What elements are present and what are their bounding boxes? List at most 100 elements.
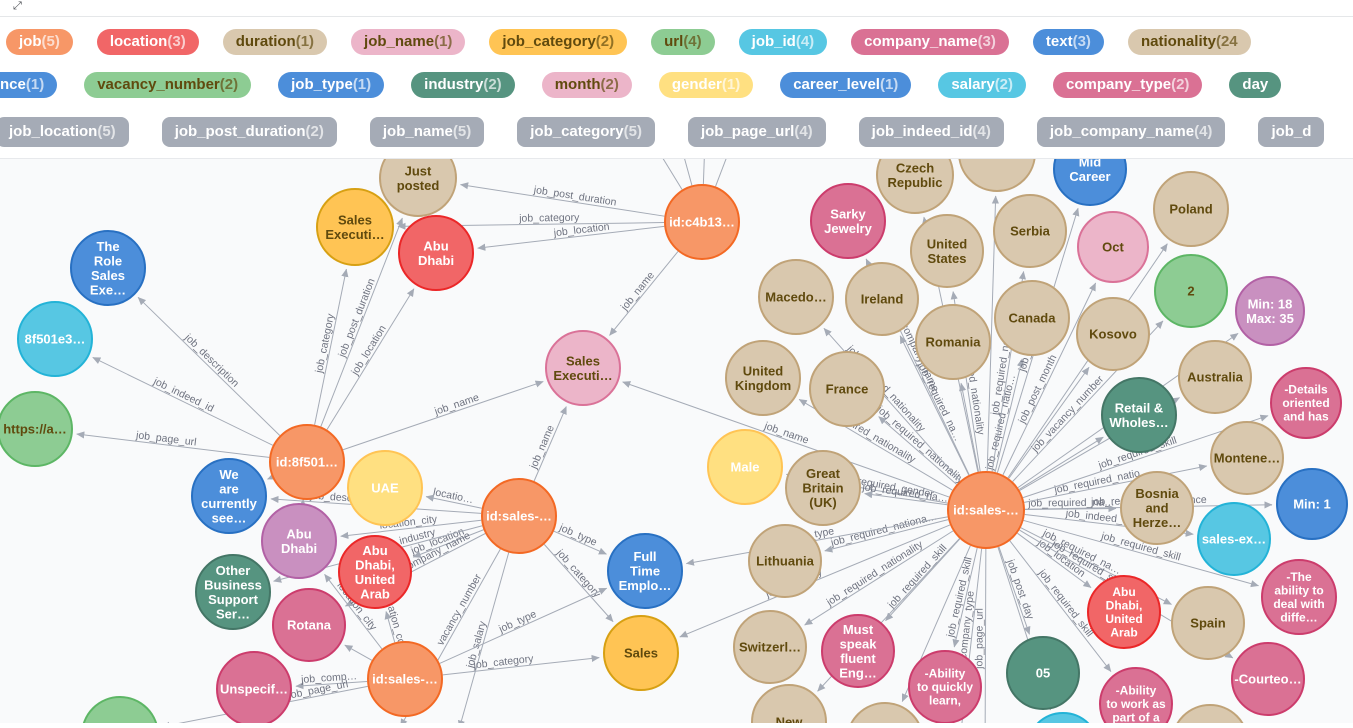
graph-node[interactable]: 8f501e3… [18, 302, 92, 376]
node-label-badge[interactable]: company_type(2) [1053, 72, 1202, 98]
graph-node[interactable]: Montene… [1211, 422, 1283, 494]
graph-node[interactable]: Switzerl… [734, 611, 806, 683]
node-label-badge[interactable]: month(2) [542, 72, 632, 98]
rel-type-badge[interactable]: job_d [1258, 117, 1324, 147]
graph-node[interactable]: Canada [995, 281, 1069, 355]
graph-node[interactable]: Macedo… [759, 260, 833, 334]
node-label-badge[interactable]: nationality(24 [1128, 29, 1251, 55]
node-label-badge[interactable]: company_name(3) [851, 29, 1009, 55]
graph-node[interactable] [959, 159, 1035, 191]
graph-node[interactable] [82, 697, 158, 723]
graph-node[interactable]: id:c4b13… [665, 185, 739, 259]
graph-node[interactable]: id:sales-… [368, 642, 442, 716]
graph-node[interactable]: SalesExecuti… [317, 189, 393, 265]
graph-node[interactable]: BosniaandHerze… [1121, 472, 1193, 544]
graph-node[interactable]: SalesExecuti… [546, 331, 620, 405]
rel-type-badge[interactable]: job_indeed_id(4) [859, 117, 1004, 147]
graph-edge[interactable] [138, 297, 280, 435]
graph-edge[interactable] [673, 159, 692, 185]
graph-node[interactable]: Ireland [846, 263, 918, 335]
graph-node[interactable]: Spain [1172, 587, 1244, 659]
node-label-badge[interactable]: job(5) [6, 29, 73, 55]
expand-icon[interactable]: ⤢ [13, 0, 22, 13]
rel-type-badge[interactable]: job_post_duration(2) [162, 117, 337, 147]
graph-node[interactable]: 05 [1007, 637, 1079, 709]
graph-node[interactable]: New [752, 685, 826, 723]
node-label-badge[interactable]: text(3) [1033, 29, 1104, 55]
graph-edge[interactable] [343, 382, 543, 450]
graph-node[interactable]: id:sales-… [482, 479, 556, 553]
graph-node[interactable]: Retail &Wholes… [1102, 378, 1176, 452]
node-label-badge[interactable]: job_id(4) [739, 29, 828, 55]
graph-node[interactable] [1172, 705, 1248, 723]
graph-edge[interactable] [268, 477, 273, 479]
rel-type-badge[interactable]: job_page_url(4) [688, 117, 826, 147]
graph-node[interactable]: Kosovo [1077, 298, 1149, 370]
node-label-badge[interactable]: duration(1) [223, 29, 327, 55]
rel-type-badge[interactable]: job_category(5) [517, 117, 655, 147]
graph-node[interactable]: 2 [1155, 255, 1227, 327]
graph-node[interactable]: MustspeakfluentEng… [822, 615, 894, 687]
graph-node[interactable]: sales-ex… [1198, 503, 1270, 575]
graph-node[interactable]: TheRoleSalesExe… [71, 231, 145, 305]
graph-node[interactable]: https://a… [0, 392, 72, 466]
node-label-badge[interactable]: gender(1) [659, 72, 753, 98]
graph-edge[interactable] [716, 159, 741, 186]
node-label-badge[interactable]: nce(1) [0, 72, 57, 98]
node-label-badge[interactable]: day [1229, 72, 1281, 98]
node-label-badge[interactable]: job_category(2) [489, 29, 627, 55]
graph-node[interactable]: Min: 1 [1277, 469, 1347, 539]
graph-node[interactable]: id:8f501… [270, 425, 344, 499]
graph-node[interactable]: Poland [1154, 172, 1228, 246]
graph-node[interactable]: Lithuania [749, 525, 821, 597]
node-label-badge[interactable]: url(4) [651, 29, 715, 55]
graph-node[interactable]: Serbia [994, 195, 1066, 267]
graph-node[interactable] [847, 703, 923, 723]
graph-node[interactable]: Oct [1078, 212, 1148, 282]
node-label-badge[interactable]: vacancy_number(2) [84, 72, 251, 98]
graph-node[interactable]: Wearecurrentlysee… [192, 459, 266, 533]
node-label-badge[interactable]: job_name(1) [351, 29, 465, 55]
node-label-badge[interactable]: career_level(1) [780, 72, 911, 98]
graph-node[interactable]: UAE [348, 451, 422, 525]
graph-node[interactable]: Rotana [273, 589, 345, 661]
graph-node[interactable]: Unspecif… [217, 652, 291, 723]
rel-type-badge[interactable]: job_company_name(4) [1037, 117, 1226, 147]
graph-node[interactable]: FullTimeEmplo… [608, 534, 682, 608]
graph-node[interactable]: id:sales-… [948, 472, 1024, 548]
graph-node[interactable]: France [810, 352, 884, 426]
graph-node[interactable]: Australia [1179, 341, 1251, 413]
graph-edge[interactable] [703, 159, 705, 184]
rel-type-badge[interactable]: job_name(5) [370, 117, 484, 147]
rel-type-badge[interactable]: job_location(5) [0, 117, 129, 147]
graph-canvas[interactable]: job_descriptionjob_indeed_idjob_page_url… [0, 159, 1353, 723]
graph-edge[interactable] [345, 645, 372, 660]
node-label-badge[interactable]: location(3) [97, 29, 199, 55]
graph-node[interactable]: -Courteo… [1232, 643, 1304, 715]
graph-node[interactable]: Male [708, 430, 782, 504]
graph-node[interactable]: Sales [604, 616, 678, 690]
graph-node[interactable]: Romania [916, 305, 990, 379]
graph-edge[interactable] [643, 159, 683, 190]
node-label-badge[interactable]: job_type(1) [278, 72, 384, 98]
node-label-badge[interactable]: salary(2) [938, 72, 1026, 98]
graph-node[interactable]: OtherBusinessSupportSer… [196, 555, 270, 629]
node-label-badge[interactable]: industry(2) [411, 72, 515, 98]
